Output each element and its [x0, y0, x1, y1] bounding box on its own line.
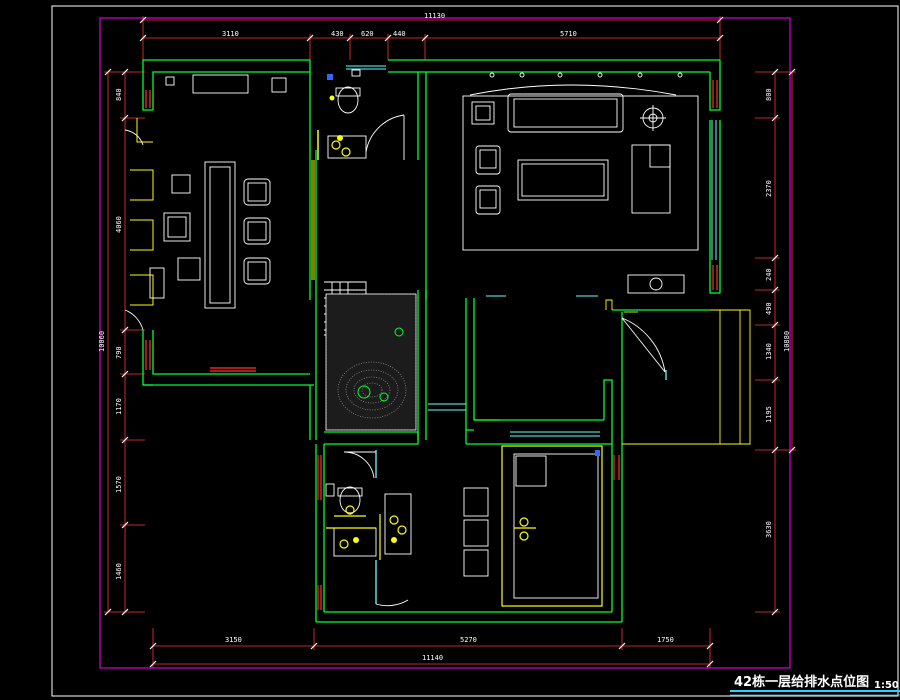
top-dim-1: 3110: [222, 30, 239, 38]
top-dimensions: [142, 16, 721, 60]
left-dim-1: 840: [115, 88, 123, 101]
dining-furniture: [149, 74, 287, 309]
drawing-scale: 1:50: [874, 680, 899, 691]
right-dim-5: 1340: [765, 343, 773, 360]
right-dim-6: 1195: [765, 406, 773, 423]
right-dim-4: 490: [765, 302, 773, 315]
bedroom-fixtures: [501, 445, 603, 607]
right-dim-1: 800: [765, 88, 773, 101]
upper-bathroom: [327, 69, 367, 159]
upper-bath-fixtures: [317, 74, 351, 160]
left-dim-5: 1570: [115, 476, 123, 493]
door-leaves: [375, 370, 667, 604]
stone-garden: [325, 293, 417, 431]
left-dim-6: 1460: [115, 563, 123, 580]
right-ticks: [771, 68, 796, 616]
outer-frame: [51, 5, 899, 697]
top-dim-3: 620: [361, 30, 374, 38]
inner-frame: [99, 17, 791, 669]
right-dim-3: 240: [765, 268, 773, 281]
bottom-dim-1: 3150: [225, 636, 242, 644]
exterior-walls: [142, 59, 721, 623]
left-total-dim: 10060: [98, 331, 106, 352]
windows: [130, 118, 315, 306]
bedroom-furniture: [463, 445, 603, 607]
bottom-total-dim: 11140: [422, 654, 443, 662]
left-dim-3: 790: [115, 346, 123, 359]
utility-room: [605, 299, 751, 445]
top-dim-2: 430: [331, 30, 344, 38]
window-glazing: [346, 65, 717, 437]
bottom-dim-2: 5270: [460, 636, 477, 644]
lower-bath-fixtures: [326, 505, 407, 560]
right-dim-2: 2370: [765, 180, 773, 197]
bottom-dim-3: 1750: [657, 636, 674, 644]
living-furniture: [462, 72, 699, 294]
bottom-ticks: [149, 642, 714, 668]
lower-bathroom: [325, 483, 412, 557]
right-total-dim: 10880: [783, 331, 791, 352]
right-dim-7: 3630: [765, 521, 773, 538]
wall-hatching: [145, 80, 718, 610]
top-dim-4: 440: [393, 30, 406, 38]
right-dimensions: [755, 71, 796, 613]
left-dim-4: 1170: [115, 398, 123, 415]
drawing-title: 42栋一层给排水点位图: [734, 674, 869, 690]
left-dimensions: [104, 71, 145, 613]
bottom-dimensions: [152, 628, 711, 668]
top-total-dim: 11130: [424, 12, 445, 20]
left-dim-2: 4060: [115, 216, 123, 233]
top-ticks: [139, 16, 724, 42]
top-dim-5: 5710: [560, 30, 577, 38]
left-ticks: [104, 68, 129, 616]
